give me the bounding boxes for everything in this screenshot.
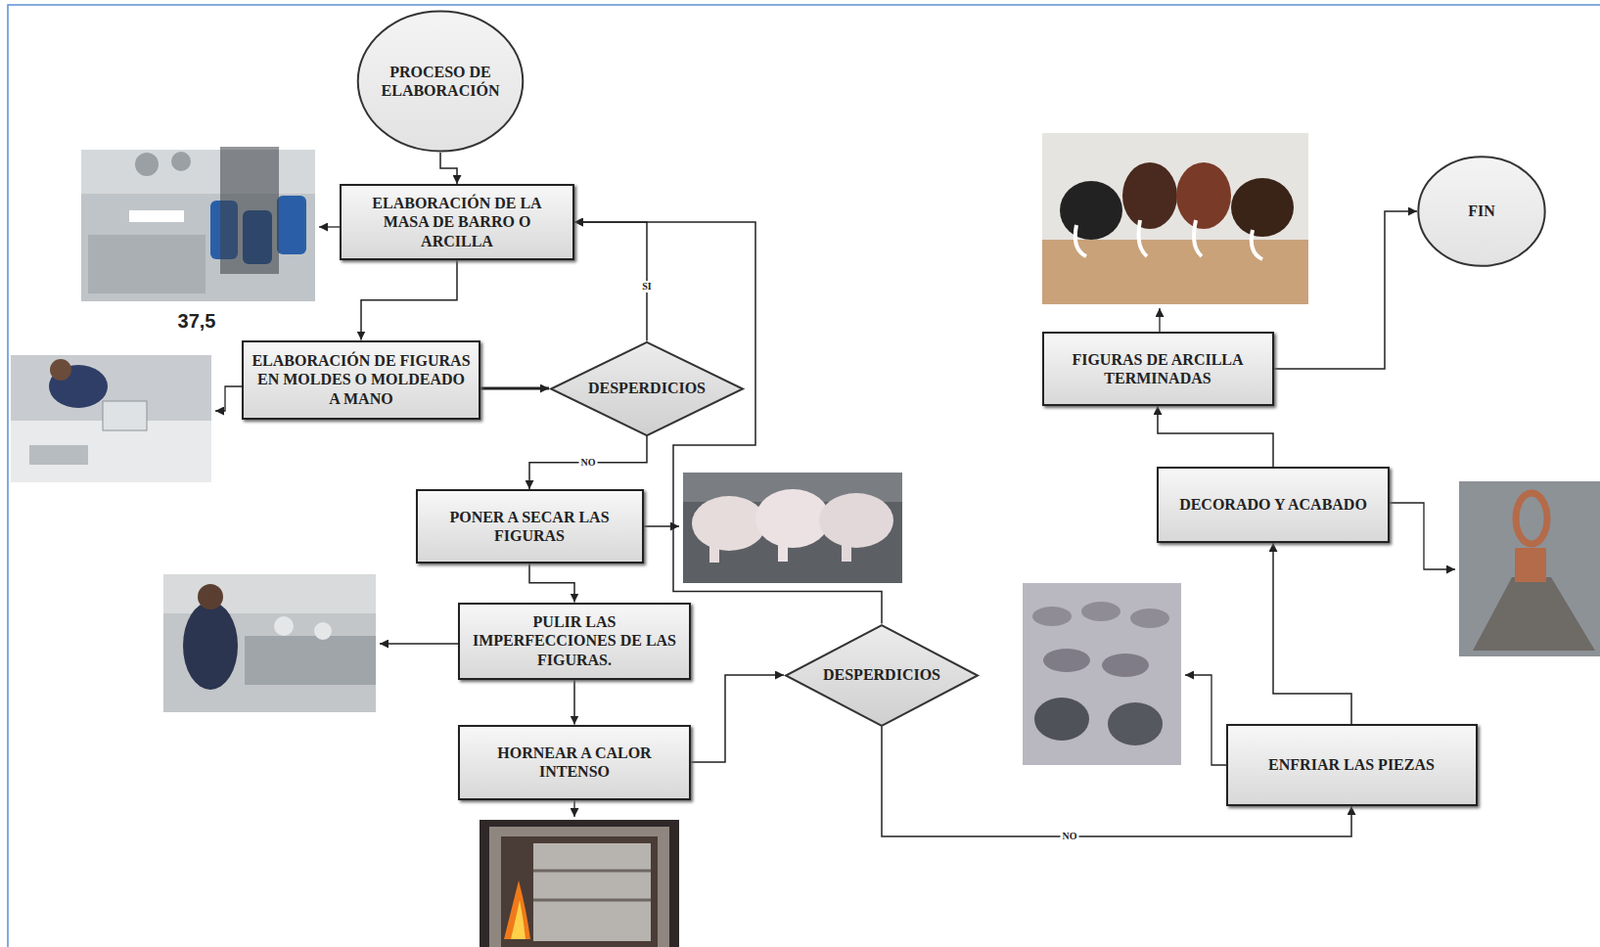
- page-frame: [7, 4, 1600, 947]
- end-circle: FIN: [1417, 155, 1547, 268]
- decision-diamond: DESPERDICIOS: [548, 341, 745, 437]
- node-text: PROCESO DE ELABORACIÓN: [371, 62, 509, 100]
- edge-label: SI: [640, 280, 653, 293]
- process-box: ELABORACIÓN DE LA MASA DE BARRO O ARCILL…: [339, 183, 575, 261]
- callout-number: 37,5: [178, 310, 217, 333]
- process-box: FIGURAS DE ARCILLA TERMINADAS: [1042, 331, 1275, 407]
- node-text: DESPERDICIOS: [822, 665, 941, 685]
- connector: [529, 563, 575, 603]
- process-box: HORNEAR A CALOR INTENSO: [457, 725, 691, 801]
- connector: [480, 387, 549, 391]
- photo-cooling: [1022, 583, 1182, 766]
- node-text: ELABORACIÓN DE FIGURAS EN MOLDES O MOLDE…: [251, 351, 471, 409]
- edge-label: NO: [579, 457, 598, 469]
- photo-decorated: [1459, 481, 1600, 657]
- photo-moulding: [10, 355, 212, 483]
- node-text: FIGURAS DE ARCILLA TERMINADAS: [1051, 350, 1265, 388]
- connector: [690, 675, 784, 763]
- connector: [1273, 543, 1352, 725]
- node-text: ELABORACIÓN DE LA MASA DE BARRO O ARCILL…: [349, 193, 565, 251]
- photo-kiln: [479, 820, 680, 947]
- photo-clay-mixing: [81, 146, 316, 302]
- connector: [1157, 406, 1274, 467]
- node-text: ENFRIAR LAS PIEZAS: [1268, 755, 1435, 775]
- node-text: PULIR LAS IMPERFECCIONES DE LAS FIGURAS.: [467, 612, 682, 670]
- edge-label: NO: [1060, 830, 1080, 843]
- connector: [361, 260, 458, 341]
- node-text: PONER A SECAR LAS FIGURAS: [425, 507, 635, 546]
- node-text: DESPERDICIOS: [588, 378, 706, 398]
- connector: [574, 222, 647, 342]
- process-box: PONER A SECAR LAS FIGURAS: [415, 489, 644, 564]
- process-box: ELABORACIÓN DE FIGURAS EN MOLDES O MOLDE…: [241, 340, 481, 420]
- connector: [440, 152, 458, 184]
- photo-drying: [683, 472, 903, 584]
- decision-diamond: DESPERDICIOS: [783, 624, 980, 728]
- node-text: DECORADO Y ACABADO: [1179, 495, 1368, 514]
- process-box: DECORADO Y ACABADO: [1156, 466, 1390, 544]
- connector: [1274, 211, 1418, 369]
- process-box: ENFRIAR LAS PIEZAS: [1226, 724, 1478, 807]
- connector: [573, 680, 576, 726]
- node-text: FIN: [1467, 201, 1496, 221]
- start-circle: PROCESO DE ELABORACIÓN: [356, 9, 525, 153]
- process-box: PULIR LAS IMPERFECCIONES DE LAS FIGURAS.: [457, 602, 691, 681]
- node-text: HORNEAR A CALOR INTENSO: [467, 743, 682, 781]
- circle-outline: [356, 9, 525, 153]
- connector: [529, 436, 647, 491]
- photo-finished-figures: [1042, 133, 1309, 305]
- photo-polishing: [163, 574, 376, 713]
